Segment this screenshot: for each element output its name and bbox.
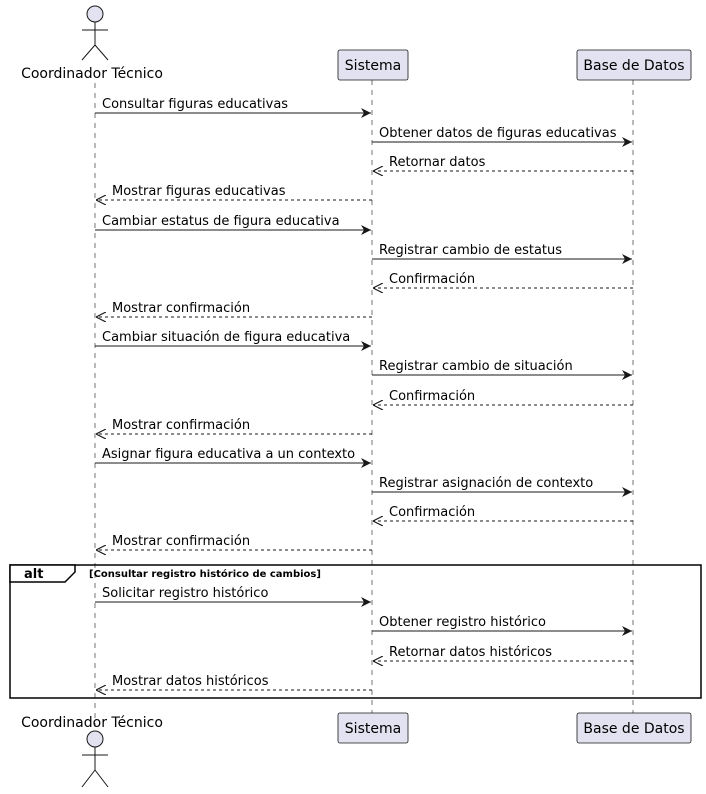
alt-fragment-tab (9, 564, 76, 583)
message: Registrar cambio de situación (372, 359, 632, 380)
message-label: Retornar datos históricos (389, 645, 552, 660)
message-label: Obtener datos de figuras educativas (379, 126, 617, 141)
message-label: Consultar figuras educativas (102, 97, 288, 112)
message: Cambiar situación de figura educativa (95, 330, 371, 351)
message: Obtener registro histórico (372, 615, 632, 636)
message-label: Asignar figura educativa a un contexto (102, 447, 355, 462)
message: Solicitar registro histórico (95, 586, 371, 607)
message: Cambiar estatus de figura educativa (95, 214, 371, 235)
message: Confirmación (373, 272, 633, 288)
participant-base-de-datos-top: Base de Datos (576, 49, 692, 81)
message-label: Registrar cambio de situación (379, 359, 573, 374)
message: Retornar datos históricos (373, 645, 633, 661)
alt-fragment: alt [Consultar registro histórico de cam… (9, 564, 702, 699)
lifelines (94, 80, 634, 727)
message-label: Mostrar confirmación (112, 534, 250, 549)
message: Mostrar confirmación (96, 418, 372, 434)
alt-fragment-label: alt (24, 567, 43, 582)
message-label: Registrar cambio de estatus (379, 243, 562, 258)
message-label: Mostrar confirmación (112, 301, 250, 316)
actor-label-bottom: Coordinador Técnico (21, 715, 163, 731)
alt-fragment-guard: [Consultar registro histórico de cambios… (89, 568, 321, 580)
message: Mostrar datos históricos (96, 674, 372, 690)
actor-label-top: Coordinador Técnico (21, 66, 163, 82)
message-label: Confirmación (389, 272, 475, 287)
participant-label-top: Base de Datos (583, 58, 684, 74)
actor-coordinador-top: Coordinador Técnico (21, 5, 163, 82)
message: Confirmación (373, 505, 633, 521)
message: Consultar figuras educativas (95, 97, 371, 118)
message-label: Confirmación (389, 505, 475, 520)
actor-coordinador-bottom: Coordinador Técnico (21, 715, 163, 788)
message: Obtener datos de figuras educativas (372, 126, 632, 147)
message: Asignar figura educativa a un contexto (95, 447, 371, 468)
message-label: Mostrar datos históricos (112, 674, 269, 689)
participant-label-bottom: Base de Datos (583, 721, 684, 737)
message: Confirmación (373, 389, 633, 405)
participant-base-de-datos-bottom: Base de Datos (576, 712, 692, 744)
message-label: Mostrar figuras educativas (112, 184, 286, 199)
message: Mostrar figuras educativas (96, 184, 372, 200)
message-label: Registrar asignación de contexto (379, 476, 593, 491)
message: Mostrar confirmación (96, 534, 372, 550)
message-label: Cambiar situación de figura educativa (102, 330, 350, 345)
participant-label-top: Sistema (345, 58, 401, 74)
participant-sistema-bottom: Sistema (337, 712, 409, 744)
message-label: Cambiar estatus de figura educativa (102, 214, 340, 229)
message: Mostrar confirmación (96, 301, 372, 317)
message-label: Obtener registro histórico (379, 615, 546, 630)
participant-sistema-top: Sistema (337, 49, 409, 81)
message-label: Retornar datos (389, 155, 486, 170)
message: Registrar asignación de contexto (372, 476, 632, 497)
stick-figure-icon (81, 5, 109, 61)
participant-label-bottom: Sistema (345, 721, 401, 737)
stick-figure-icon (81, 730, 109, 788)
message: Retornar datos (373, 155, 633, 171)
message-label: Mostrar confirmación (112, 418, 250, 433)
message: Registrar cambio de estatus (372, 243, 632, 264)
message-label: Solicitar registro histórico (102, 586, 268, 601)
message-label: Confirmación (389, 389, 475, 404)
